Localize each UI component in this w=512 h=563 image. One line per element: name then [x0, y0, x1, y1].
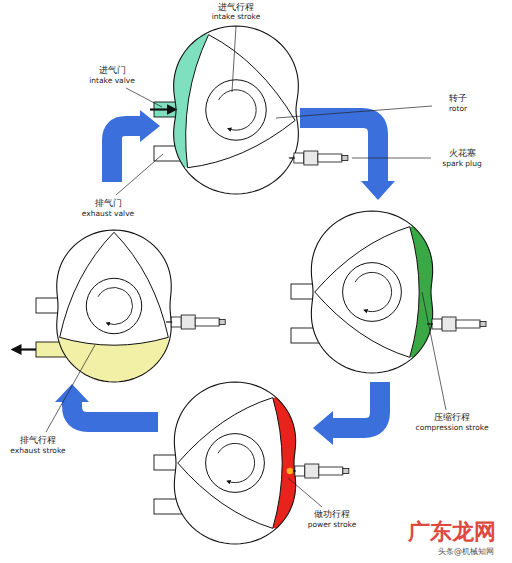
stroke-label: 做功行程	[314, 510, 350, 520]
stroke-chamber	[174, 382, 295, 544]
stroke-label: exhaust stroke	[10, 447, 65, 455]
leader-line	[288, 478, 322, 507]
rotary-engine	[291, 211, 486, 373]
spark	[287, 468, 293, 474]
watermark: 头条@机械知网	[438, 548, 494, 557]
rotor	[186, 35, 295, 168]
stroke-chamber	[174, 26, 299, 194]
cycle-arrow	[332, 382, 380, 428]
spark-plug	[290, 464, 349, 478]
stroke-chamber	[57, 230, 171, 382]
cycle-arrow	[300, 118, 378, 182]
part-label: intake valve	[89, 77, 135, 85]
eccentric-gear	[206, 80, 266, 140]
rotary-engine	[16, 230, 225, 382]
stroke-label: power stroke	[308, 521, 357, 529]
leader-line	[232, 26, 236, 92]
leader-line	[422, 292, 446, 410]
spark-plug	[289, 151, 348, 165]
intake-flow-arrow	[150, 108, 172, 110]
eccentric-gear	[86, 278, 141, 333]
housing	[311, 211, 432, 373]
rotation-arrow	[355, 272, 392, 311]
rotor	[315, 227, 419, 358]
rotary-engine	[154, 382, 349, 544]
watermark: 广东龙网	[408, 520, 496, 544]
part-label: 进气门	[99, 66, 126, 76]
rotation-arrow	[219, 90, 257, 130]
leader-line	[352, 158, 431, 159]
part-label: exhaust valve	[82, 210, 134, 218]
rotor	[60, 232, 169, 345]
leader-line	[46, 345, 95, 432]
housing	[57, 230, 171, 382]
rotation-arrow	[98, 288, 132, 325]
leader-line	[116, 154, 163, 195]
eccentric-gear	[343, 263, 402, 322]
leader-line	[276, 106, 432, 118]
leader-line	[126, 88, 162, 107]
part-label: 火花塞	[449, 149, 476, 159]
rotary-engine	[150, 26, 348, 194]
stroke-label: 压缩行程	[434, 413, 470, 423]
stroke-chamber	[311, 211, 432, 373]
cycle-arrowhead	[55, 384, 89, 402]
cycle-arrow	[72, 401, 158, 422]
rotation-arrow	[218, 443, 255, 482]
cycle-arrowhead	[313, 411, 333, 445]
part-label: rotor	[449, 105, 467, 113]
spark-plug	[166, 315, 225, 329]
stroke-label: intake stroke	[212, 13, 261, 21]
housing	[174, 26, 299, 194]
housing	[174, 382, 295, 544]
stroke-label: 排气行程	[20, 436, 56, 446]
spark-plug	[427, 317, 486, 331]
part-label: spark plug	[442, 160, 481, 168]
part-label: 排气门	[95, 199, 122, 209]
stroke-label: compression stroke	[416, 424, 489, 432]
stroke-label: 进气行程	[218, 3, 254, 13]
rotor	[178, 398, 282, 529]
cycle-arrow	[112, 126, 142, 182]
exhaust-flow-arrow	[16, 348, 36, 350]
eccentric-gear	[206, 434, 265, 493]
cycle-arrowhead	[361, 181, 395, 200]
part-label: 转子	[449, 94, 467, 104]
